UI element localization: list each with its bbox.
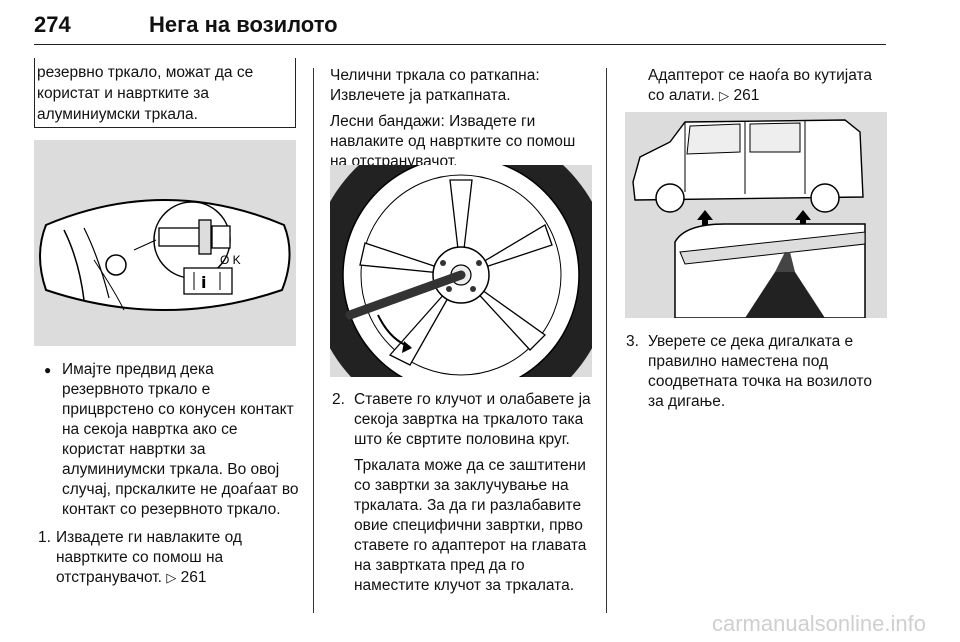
page-title: Нега на возилото bbox=[149, 12, 338, 37]
page-number: 274 bbox=[34, 12, 71, 37]
reference-arrow-icon: ▷ bbox=[166, 571, 177, 586]
step-text: Извадете ги навлаките од навртките со по… bbox=[56, 529, 242, 586]
reference-arrow-icon: ▷ bbox=[719, 89, 730, 104]
column-divider bbox=[606, 68, 607, 613]
vehicle-jack-figure bbox=[625, 112, 887, 318]
svg-text:i: i bbox=[201, 273, 206, 292]
column-divider bbox=[313, 68, 314, 613]
figure-label: O K bbox=[220, 253, 241, 267]
watermark: carmanualsonline.info bbox=[711, 611, 926, 636]
step-text: Ставете го клучот и олабавете ја секоја … bbox=[354, 391, 591, 448]
paragraph: Лесни бандажи: Извадете ги навлаките од … bbox=[330, 113, 576, 170]
page-header: 274 Нега на возилото bbox=[34, 8, 886, 45]
note-text: резервно тркало, можат да се користат и … bbox=[37, 64, 254, 123]
bullet-text: Имајте предвид дека резервното тркало е … bbox=[62, 361, 299, 518]
step-text: Уверете се дека дигалката е правилно нам… bbox=[648, 333, 872, 410]
paragraph: Тркалата може да се заштитени со завртки… bbox=[354, 457, 587, 594]
paragraph: Адаптерот се наоѓа во кутијата со алати. bbox=[648, 67, 873, 104]
wheel-wrench-figure bbox=[330, 165, 592, 377]
bullet-icon: ● bbox=[44, 363, 52, 377]
page-reference: 261 bbox=[180, 569, 207, 586]
wheel-nut-figure: i O K bbox=[34, 140, 296, 346]
page-reference: 261 bbox=[733, 87, 760, 104]
paragraph: Челични тркала со раткапна: Извлечете ја… bbox=[330, 67, 540, 104]
step-number: 3. bbox=[626, 333, 639, 350]
step-number: 2. bbox=[332, 391, 345, 408]
note-box: резервно тркало, можат да се користат и … bbox=[34, 58, 296, 128]
step-number: 1. bbox=[38, 529, 51, 546]
